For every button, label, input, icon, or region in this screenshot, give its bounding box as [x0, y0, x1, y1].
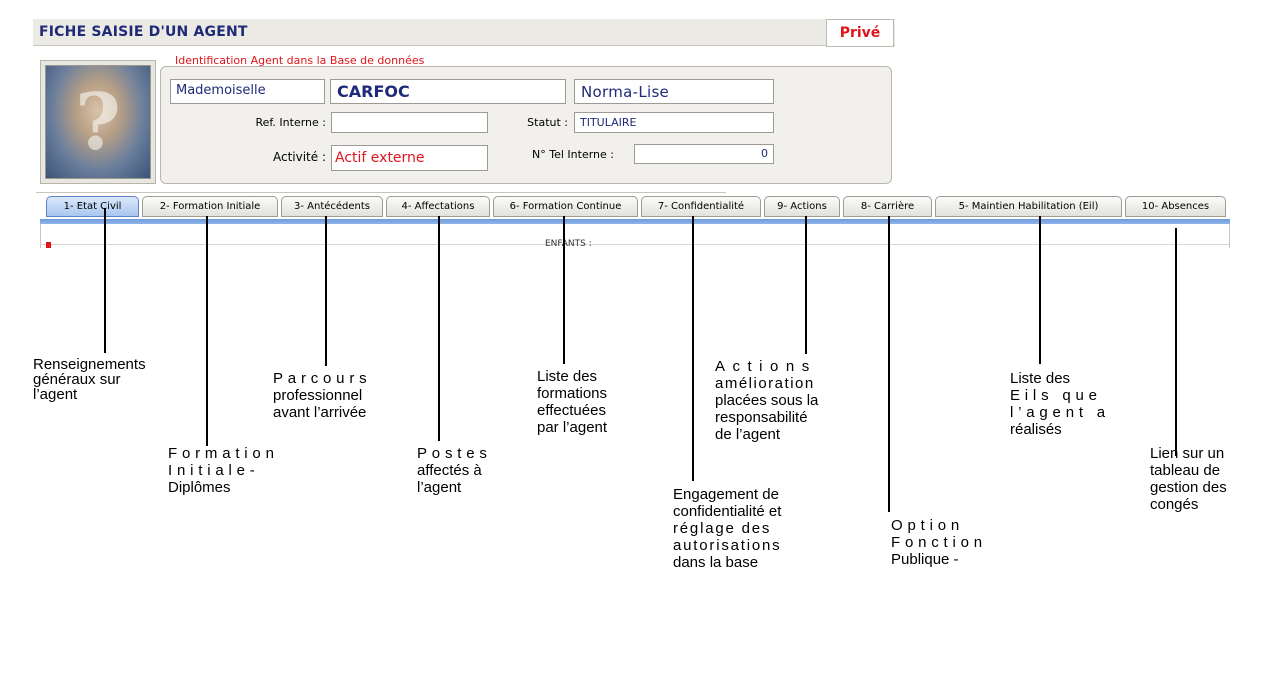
enfants-label: ENFANTS :	[545, 239, 592, 249]
photo-placeholder-icon: ?	[45, 65, 151, 179]
privacy-button[interactable]: Privé	[826, 19, 894, 47]
content-divider	[40, 244, 1230, 245]
form-title: FICHE SAISIE D'UN AGENT	[39, 24, 248, 40]
callout-line-formation-initiale	[206, 216, 208, 446]
callout-line-antecedents	[325, 216, 327, 366]
first-name-field[interactable]: Norma-Lise	[574, 79, 774, 104]
tab-carriere[interactable]: 8- Carrière	[843, 196, 932, 217]
callout-line-formation-continue	[563, 216, 565, 364]
callout-line-carriere	[888, 216, 890, 512]
agent-photo[interactable]: ?	[40, 60, 156, 184]
form-title-bar	[33, 19, 895, 46]
callout-line-etat-civil	[104, 208, 106, 353]
activite-field[interactable]: Actif externe	[331, 145, 488, 171]
tab-formation-initiale[interactable]: 2- Formation Initiale	[142, 196, 278, 217]
callout-line-confidentialite	[692, 216, 694, 481]
civility-field[interactable]: Mademoiselle	[170, 79, 325, 104]
required-marker	[46, 242, 51, 248]
last-name-field[interactable]: CARFOC	[330, 79, 566, 104]
tel-interne-label: N° Tel Interne :	[532, 148, 614, 161]
statut-label: Statut :	[527, 116, 568, 129]
activite-label: Activité :	[272, 150, 326, 164]
identification-caption: Identification Agent dans la Base de don…	[175, 54, 425, 67]
tab-formation-continue[interactable]: 6- Formation Continue	[493, 196, 638, 217]
tab-confidentialite[interactable]: 7- Confidentialité	[641, 196, 761, 217]
tabs-top-divider	[36, 192, 726, 193]
tab-underline	[40, 219, 1230, 224]
ref-interne-label: Ref. Interne :	[255, 116, 326, 129]
ref-interne-field[interactable]	[331, 112, 488, 133]
statut-field[interactable]: TITULAIRE	[574, 112, 774, 133]
tab-antecedents[interactable]: 3- Antécédents	[281, 196, 383, 217]
tab-actions[interactable]: 9- Actions	[764, 196, 840, 217]
tab-etat-civil[interactable]: 1- Etat Civil	[46, 196, 139, 217]
tab-absences[interactable]: 10- Absences	[1125, 196, 1226, 217]
callout-line-actions	[805, 216, 807, 354]
callout-line-habilitation	[1039, 216, 1041, 364]
callout-line-absences	[1175, 228, 1177, 456]
tab-affectations[interactable]: 4- Affectations	[386, 196, 490, 217]
tab-maintien-habilitation[interactable]: 5- Maintien Habilitation (Eil)	[935, 196, 1122, 217]
tab-bar: 1- Etat Civil 2- Formation Initiale 3- A…	[40, 196, 1230, 222]
callout-line-affectations	[438, 216, 440, 441]
tel-interne-field[interactable]: 0	[634, 144, 774, 164]
